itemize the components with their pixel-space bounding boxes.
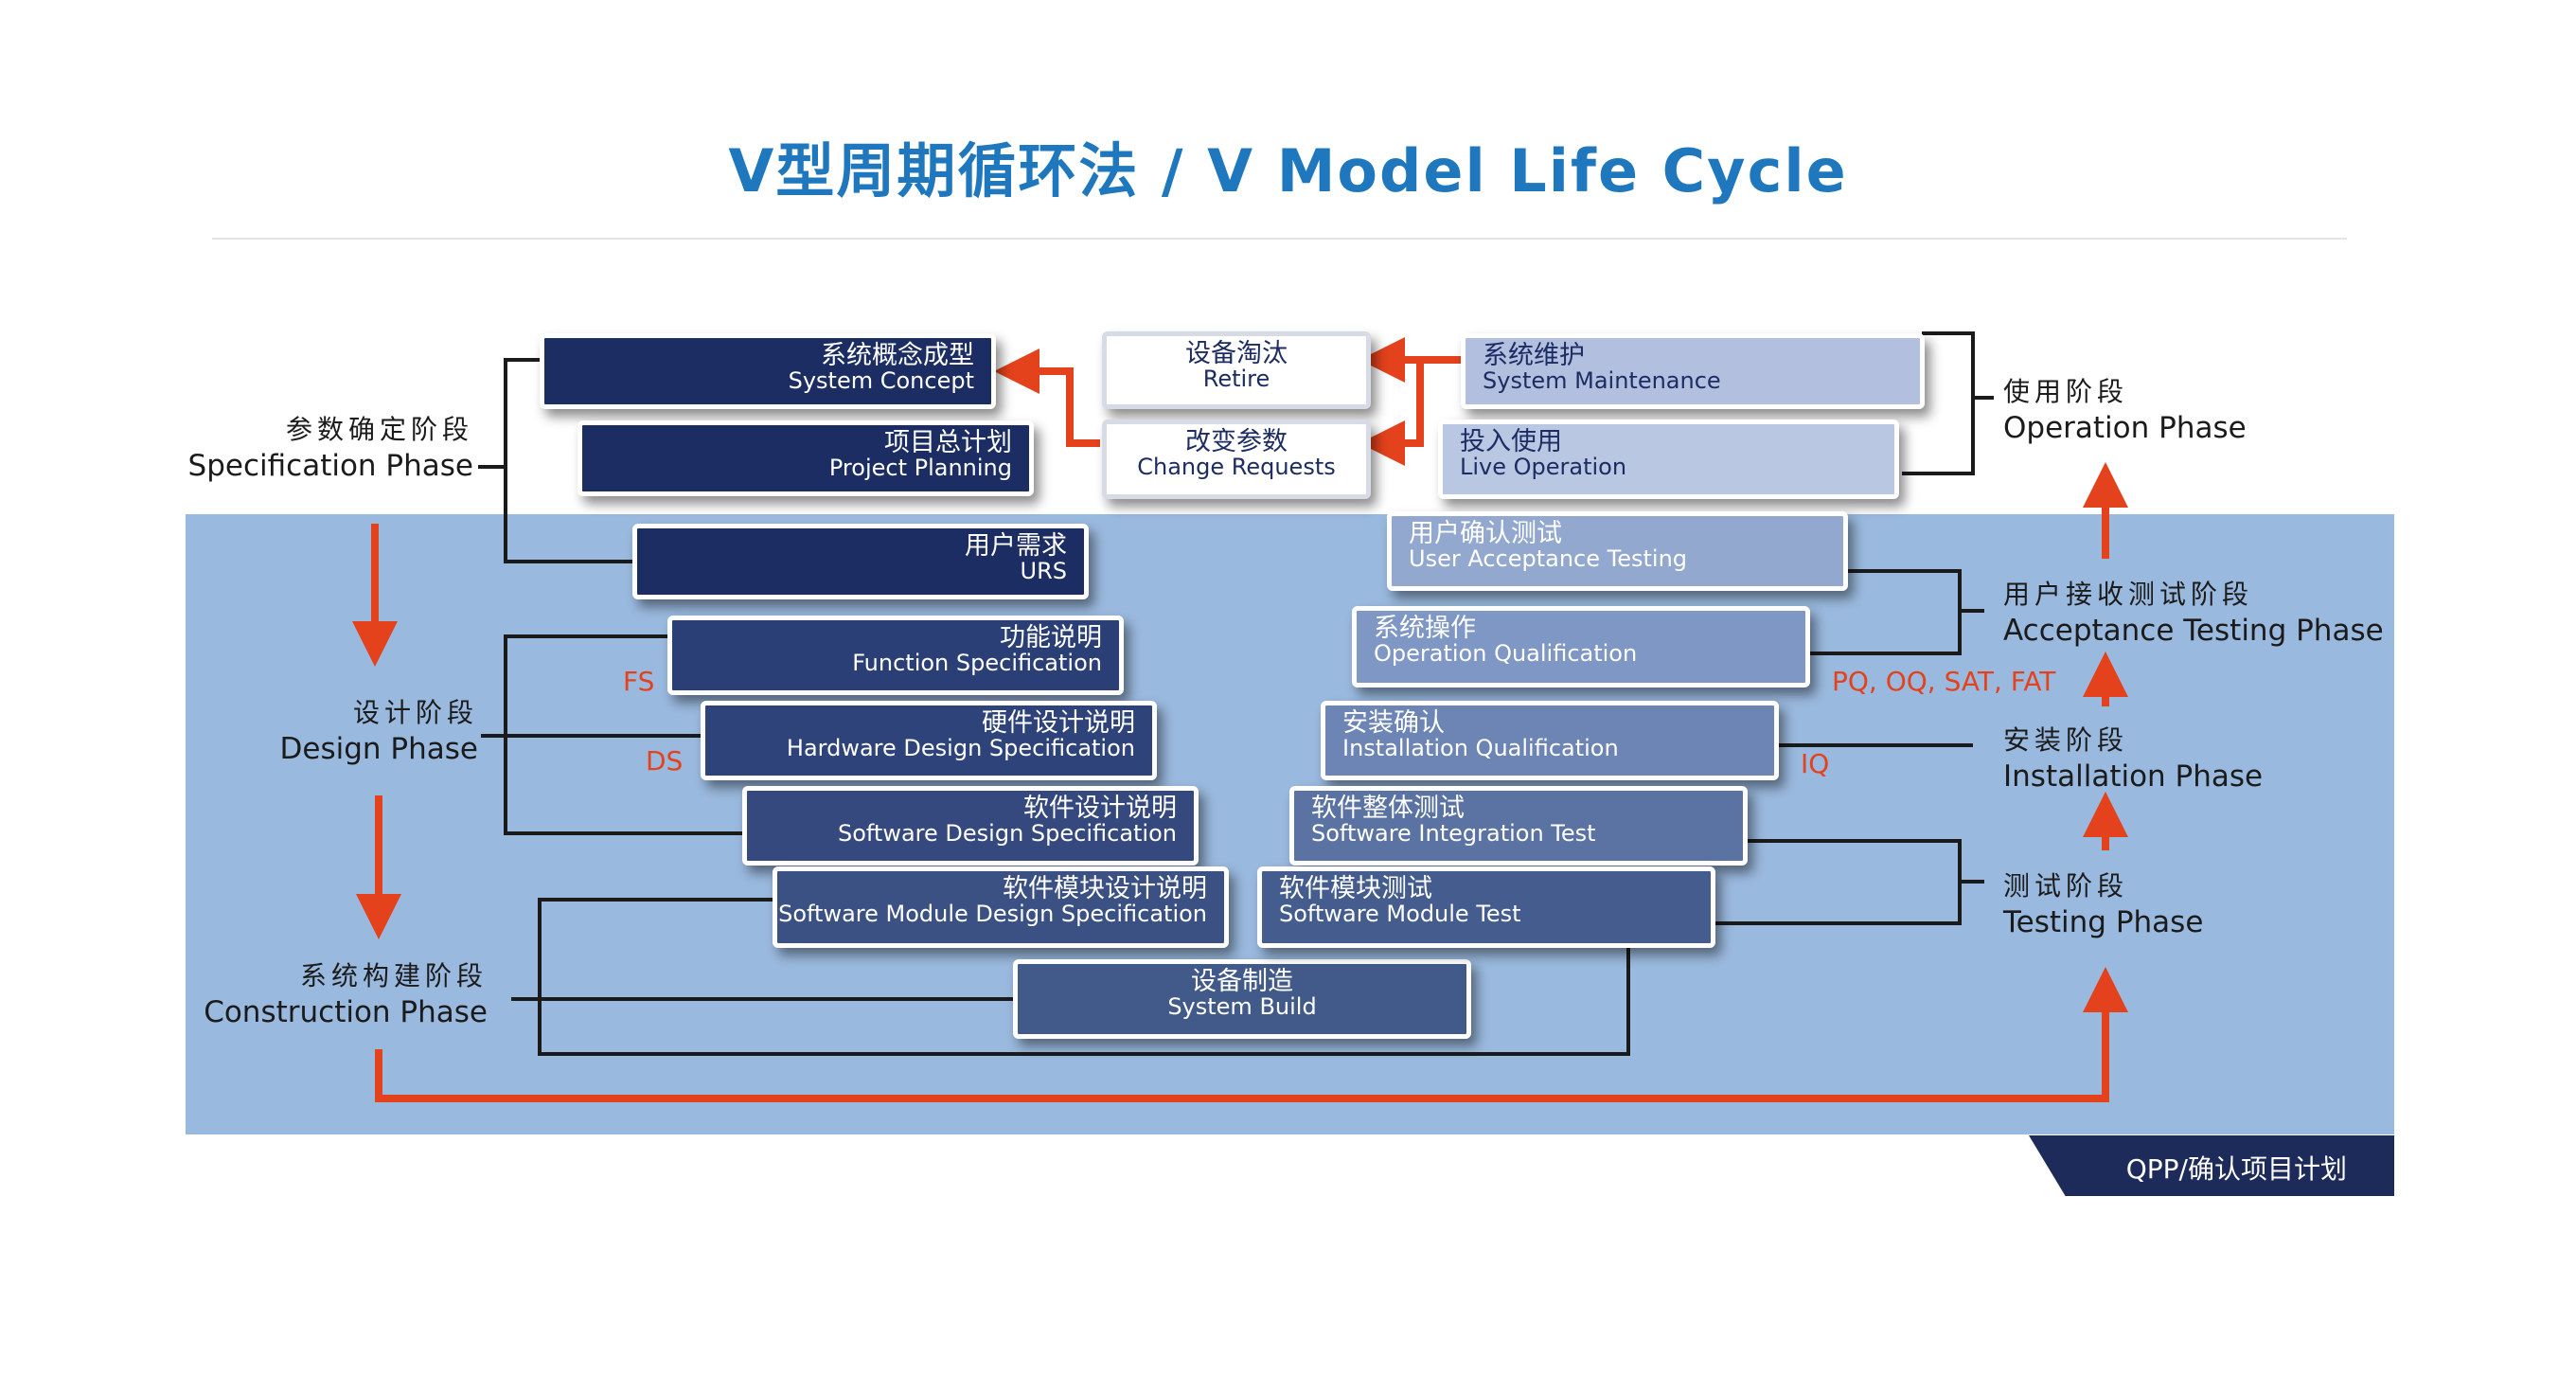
box-label-zh: 软件设计说明 — [1023, 794, 1177, 823]
box-label-en: URS — [1020, 558, 1067, 584]
box-label-en: User Acceptance Testing — [1409, 545, 1688, 572]
phase-label-en: Construction Phase — [204, 995, 488, 1029]
phase-label-en: Design Phase — [279, 732, 478, 766]
phase-label-en: Specification Phase — [187, 449, 473, 483]
footer-qpp-banner: QPP/确认项目计划 — [2029, 1135, 2394, 1196]
box-operation-qualification: 系统操作 Operation Qualification — [1352, 606, 1810, 688]
box-label-en: Installation Qualification — [1342, 735, 1619, 761]
phase-installation: 安装阶段 Installation Phase — [2003, 723, 2263, 795]
box-label-zh: 设备淘汰 — [1185, 339, 1288, 368]
box-label-en: Change Requests — [1137, 454, 1336, 480]
phase-label-en: Acceptance Testing Phase — [2003, 614, 2384, 648]
box-label-zh: 软件模块设计说明 — [1003, 874, 1207, 903]
phase-label-zh: 测试阶段 — [2003, 870, 2129, 902]
phase-label-zh: 设计阶段 — [352, 697, 478, 728]
box-label-en: System Maintenance — [1483, 367, 1721, 394]
phase-design: 设计阶段 Design Phase — [280, 696, 478, 768]
phase-label-en: Installation Phase — [2003, 759, 2264, 794]
box-label-zh: 软件模块测试 — [1279, 874, 1432, 903]
box-label-zh: 用户确认测试 — [1409, 519, 1562, 548]
box-label-en: Live Operation — [1460, 454, 1627, 480]
box-label-zh: 改变参数 — [1185, 427, 1288, 456]
page-title: V型周期循环法 / V Model Life Cycle — [728, 136, 1848, 205]
box-label-en: Operation Qualification — [1374, 640, 1638, 667]
box-software-integration-test: 软件整体测试 Software Integration Test — [1289, 786, 1748, 866]
tag-fs: FS — [623, 666, 655, 697]
box-label-zh: 硬件设计说明 — [982, 708, 1135, 738]
box-label-zh: 软件整体测试 — [1311, 794, 1465, 823]
phase-specification: 参数确定阶段 Specification Phase — [188, 413, 473, 485]
footer-qpp-label: QPP/确认项目计划 — [2125, 1153, 2347, 1185]
box-user-acceptance-testing: 用户确认测试 User Acceptance Testing — [1387, 511, 1848, 591]
box-label-zh: 设备制造 — [1191, 967, 1293, 996]
box-label-zh: 安装确认 — [1342, 708, 1445, 738]
box-system-build: 设备制造 System Build — [1013, 959, 1471, 1039]
title-divider — [212, 238, 2347, 240]
tag-pq-oq-sat-fat: PQ, OQ, SAT, FAT — [1832, 666, 2056, 697]
box-installation-qualification: 安装确认 Installation Qualification — [1321, 701, 1779, 780]
box-label-zh: 系统概念成型 — [821, 341, 974, 370]
box-label-zh: 系统操作 — [1374, 614, 1476, 643]
tag-iq: IQ — [1801, 748, 1830, 779]
box-software-design-specification: 软件设计说明 Software Design Specification — [742, 786, 1199, 866]
box-label-en: Software Design Specification — [837, 820, 1177, 847]
box-change-requests: 改变参数 Change Requests — [1102, 420, 1371, 499]
box-label-zh: 投入使用 — [1460, 427, 1562, 456]
box-label-en: Software Integration Test — [1311, 820, 1596, 847]
box-retire: 设备淘汰 Retire — [1102, 331, 1371, 409]
box-label-en: System Build — [1167, 993, 1317, 1020]
phase-label-en: Testing Phase — [2003, 905, 2204, 939]
box-software-module-design-specification: 软件模块设计说明 Software Module Design Specific… — [773, 866, 1229, 948]
phase-label-en: Operation Phase — [2003, 411, 2247, 445]
phase-label-zh: 参数确定阶段 — [285, 414, 473, 445]
phase-operation: 使用阶段 Operation Phase — [2003, 375, 2247, 447]
box-label-zh: 用户需求 — [965, 531, 1067, 561]
box-label-en: Function Specification — [852, 650, 1102, 676]
phase-acceptance-testing: 用户接收测试阶段 Acceptance Testing Phase — [2003, 578, 2384, 650]
box-label-en: Project Planning — [828, 455, 1012, 481]
phase-label-zh: 安装阶段 — [2003, 724, 2129, 756]
phase-label-zh: 使用阶段 — [2003, 376, 2129, 407]
box-label-en: Software Module Test — [1279, 901, 1521, 927]
phase-testing: 测试阶段 Testing Phase — [2003, 869, 2203, 941]
box-live-operation: 投入使用 Live Operation — [1438, 420, 1899, 499]
phase-construction: 系统构建阶段 Construction Phase — [204, 959, 488, 1031]
box-hardware-design-specification: 硬件设计说明 Hardware Design Specification — [701, 701, 1157, 780]
box-label-en: Hardware Design Specification — [786, 735, 1135, 761]
box-system-maintenance: 系统维护 System Maintenance — [1461, 333, 1925, 409]
box-label-en: Software Module Design Specification — [778, 901, 1207, 927]
box-label-en: Retire — [1202, 366, 1270, 392]
box-urs: 用户需求 URS — [632, 524, 1089, 599]
box-project-planning: 项目总计划 Project Planning — [577, 420, 1034, 496]
box-function-specification: 功能说明 Function Specification — [667, 616, 1124, 695]
box-software-module-test: 软件模块测试 Software Module Test — [1257, 866, 1715, 948]
box-label-zh: 项目总计划 — [884, 428, 1012, 457]
tag-ds: DS — [646, 745, 684, 777]
box-label-zh: 系统维护 — [1483, 341, 1585, 370]
phase-label-zh: 系统构建阶段 — [299, 960, 488, 991]
box-system-concept: 系统概念成型 System Concept — [540, 333, 996, 409]
phase-label-zh: 用户接收测试阶段 — [2003, 579, 2254, 610]
box-label-en: System Concept — [788, 367, 974, 394]
box-label-zh: 功能说明 — [1000, 623, 1102, 652]
